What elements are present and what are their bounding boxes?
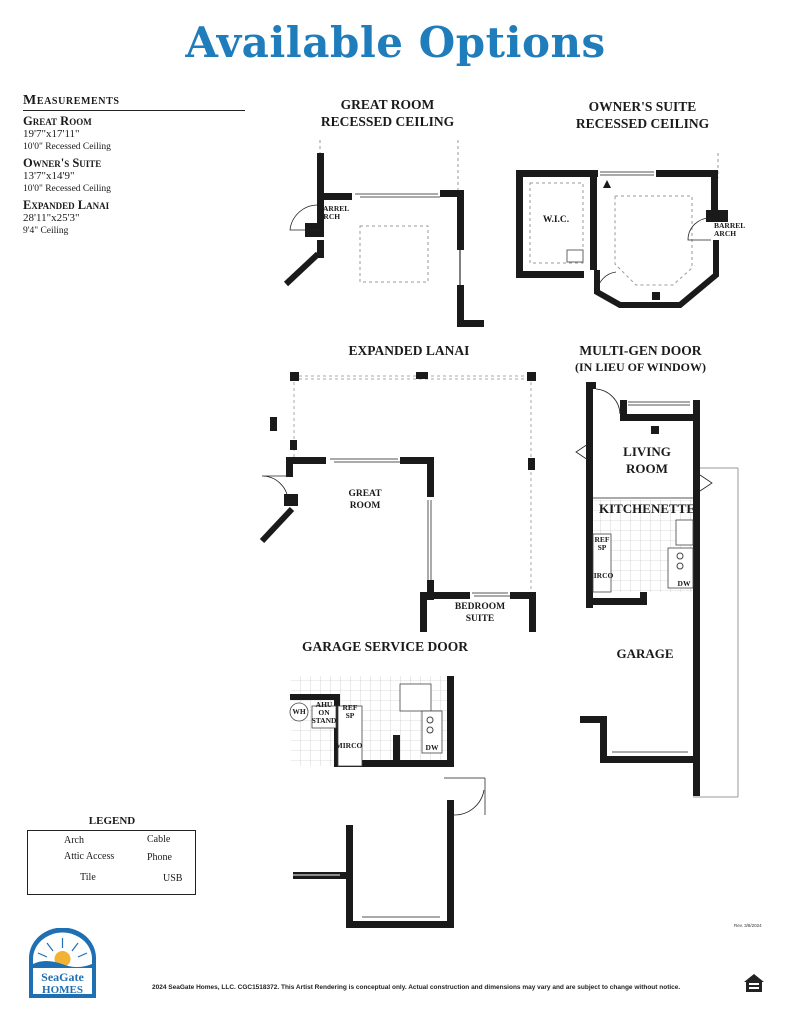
legend-tile: Tile	[80, 872, 96, 883]
great-room-label: GREAT ROOM	[348, 489, 382, 511]
great-room-ceiling-heading: GREAT ROOM RECESSED CEILING	[320, 97, 455, 129]
expanded-lanai-plan	[259, 372, 536, 632]
legend-title: LEGEND	[88, 815, 136, 827]
multigen-dw-label: DW	[677, 579, 691, 588]
equal-housing-icon	[744, 974, 764, 992]
great-room-barrel-arch-label: BARREL ARCH	[318, 204, 350, 221]
kitchenette-label: KITCHENETTE	[598, 501, 696, 516]
multi-gen-door-plan	[575, 382, 739, 798]
bedroom-suite-label: BEDROOM SUITE	[454, 602, 506, 624]
legend-attic-access: Attic Access	[64, 851, 115, 862]
multi-gen-door-heading: MULTI-GEN DOOR (IN LIEU OF WINDOW)	[574, 343, 706, 374]
legend-phone: Phone	[147, 852, 172, 863]
living-room-label: LIVING ROOM	[623, 444, 671, 476]
great-room-ceiling-plan	[283, 140, 484, 327]
multigen-ref-sp-label: REF SP	[594, 535, 610, 552]
measurement-owners-suite: Owner's Suite 13'7"x14'9" 10'0" Recessed…	[23, 156, 111, 194]
expanded-lanai-heading: EXPANDED LANAI	[348, 343, 470, 358]
owners-suite-barrel-arch-label: BARREL ARCH	[714, 221, 746, 238]
garage-ref-sp-label: REF SP	[342, 703, 358, 720]
legend-box	[27, 830, 196, 895]
footer-disclaimer: 2024 SeaGate Homes, LLC. CGC1518372. Thi…	[152, 984, 681, 991]
measurement-expanded-lanai: Expanded Lanai 28'11"x25'3" 9'4" Ceiling	[23, 198, 110, 236]
garage-dw-label: DW	[425, 743, 439, 752]
legend-cable: Cable	[147, 834, 171, 845]
ahu-on-stand-label: AHU ON STAND	[311, 700, 337, 725]
garage-mirco-label: MIRCO	[335, 741, 363, 750]
water-heater-label: WH	[292, 707, 306, 716]
svg-text:HOMES: HOMES	[42, 984, 83, 996]
legend-usb: USB	[163, 873, 183, 884]
revision-date: Rev. 3/8/2024	[734, 923, 762, 928]
measurements-panel: Measurements Great Room 19'7"x17'11" 10'…	[23, 93, 245, 237]
seagate-homes-logo: SeaGate HOMES	[29, 928, 96, 998]
owners-suite-ceiling-plan	[516, 153, 728, 308]
legend-arch: Arch	[64, 835, 84, 846]
multigen-mirco-label: MIRCO	[586, 571, 614, 580]
svg-text:SeaGate: SeaGate	[41, 970, 84, 984]
measurement-great-room: Great Room 19'7"x17'11" 10'0" Recessed C…	[23, 114, 111, 152]
garage-label: GARAGE	[616, 646, 674, 661]
measurements-heading: Measurements	[23, 93, 245, 111]
garage-service-door-heading: GARAGE SERVICE DOOR	[301, 639, 469, 654]
garage-service-door-plan	[289, 676, 486, 928]
wic-label: W.I.C.	[542, 215, 570, 225]
page-title: Available Options	[185, 18, 606, 67]
owners-suite-ceiling-heading: OWNER'S SUITE RECESSED CEILING	[575, 99, 710, 131]
